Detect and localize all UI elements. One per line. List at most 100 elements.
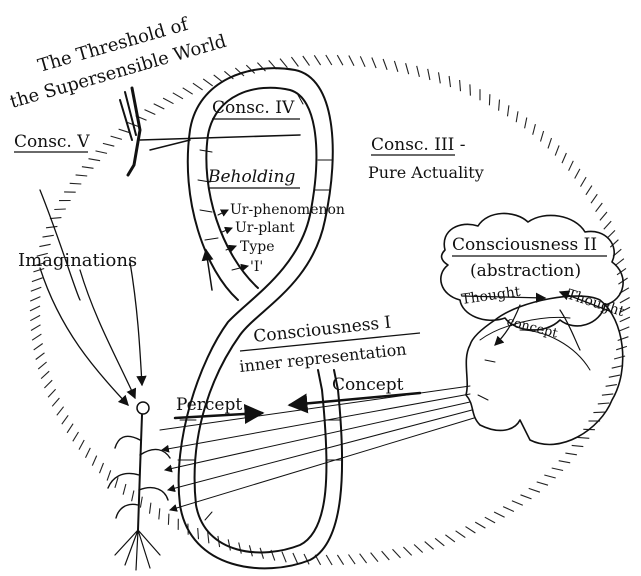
circle-hatch-stroke [34, 344, 43, 350]
circle-hatch-stroke [193, 83, 203, 90]
circle-hatch-stroke [154, 104, 165, 109]
circle-hatch-stroke [619, 327, 629, 331]
circle-hatch-stroke [54, 209, 66, 210]
circle-hatch-stroke [428, 69, 430, 80]
circle-hatch-stroke [581, 177, 587, 187]
circle-hatch-stroke [606, 385, 617, 387]
circle-hatch-stroke [425, 542, 434, 550]
circle-hatch-stroke [456, 531, 466, 538]
percept-label: Percept [176, 395, 242, 415]
circle-hatch-stroke [96, 151, 108, 154]
circle-hatch-stroke [198, 528, 199, 539]
circle-hatch-stroke [403, 547, 411, 555]
circle-hatch-stroke [183, 88, 193, 94]
circle-hatch-stroke [48, 389, 56, 397]
circle-hatch-stroke [73, 432, 79, 441]
circle-hatch-stroke [562, 153, 566, 163]
circle-hatch-stroke [163, 98, 173, 104]
circle-hatch-stroke [445, 535, 455, 542]
circle-hatch-stroke [31, 287, 42, 291]
circle-hatch-stroke [552, 468, 563, 471]
circle-hatch-stroke [44, 380, 52, 388]
concept-label: Concept [332, 375, 404, 395]
circle-hatch-stroke [140, 497, 142, 508]
circle-hatch-stroke [593, 412, 605, 413]
circle-hatch-stroke [31, 325, 41, 331]
circle-hatch-stroke [349, 555, 356, 565]
circle-hatch-stroke [604, 221, 611, 229]
circle-hatch-stroke [512, 501, 523, 506]
circle-hatch-stroke [489, 94, 490, 105]
circle-hatch-stroke [249, 545, 252, 556]
circle-hatch-stroke [123, 484, 126, 495]
circle-hatch-stroke [620, 298, 630, 303]
circle-hatch-stroke [173, 93, 183, 99]
circle-hatch-stroke [485, 517, 495, 523]
consc-iv-label: Consc. IV [212, 98, 295, 118]
circle-hatch-stroke [537, 482, 548, 485]
circle-hatch-stroke [607, 230, 615, 238]
circle-hatch-stroke [79, 440, 84, 450]
circle-hatch-stroke [86, 448, 91, 458]
circle-hatch-stroke [394, 61, 398, 72]
circle-hatch-stroke [41, 371, 49, 378]
abstraction-label: (abstraction) [470, 261, 581, 281]
circle-hatch-stroke [569, 161, 574, 171]
circle-hatch-stroke [280, 59, 287, 68]
circle-hatch-stroke [406, 63, 409, 74]
circle-hatch-stroke [372, 58, 376, 69]
circle-hatch-stroke [349, 56, 354, 66]
circle-hatch-stroke [82, 167, 94, 169]
circle-hatch-stroke [145, 110, 156, 115]
circle-hatch-stroke [360, 554, 367, 563]
circle-hatch-stroke [609, 375, 620, 377]
concept-small-label: concept [505, 314, 560, 341]
circle-hatch-stroke [314, 55, 320, 65]
circle-hatch-stroke [555, 145, 559, 155]
circle-hatch-stroke [598, 403, 610, 404]
beholding-label: Beholding [207, 167, 295, 187]
circle-hatch-stroke [337, 555, 343, 565]
imaginations-label: Imaginations [18, 250, 137, 271]
imagination-arrows [40, 190, 142, 405]
consc-iii-label: Consc. III - [371, 135, 466, 155]
circle-hatch-stroke [533, 124, 536, 135]
consc-v-label: Consc. V [14, 132, 90, 152]
circle-hatch-stroke [337, 55, 343, 65]
circle-hatch-stroke [521, 495, 532, 499]
circle-hatch-stroke [544, 475, 555, 478]
circle-hatch-stroke [529, 488, 540, 492]
circle-hatch-stroke [383, 59, 387, 70]
circle-hatch-stroke [360, 56, 365, 67]
circle-hatch-stroke [596, 203, 603, 212]
circle-hatch-stroke [293, 553, 298, 564]
circle-hatch-stroke [30, 315, 40, 320]
circle-hatch-stroke [439, 72, 441, 83]
circle-hatch-stroke [499, 100, 500, 111]
circle-hatch-stroke [572, 445, 584, 446]
circle-hatch-stroke [43, 235, 54, 237]
circle-hatch-stroke [159, 508, 160, 519]
circle-hatch-stroke [50, 218, 62, 219]
circle-hatch-stroke [57, 407, 64, 416]
plant-drawing [108, 402, 170, 570]
circle-hatch-stroke [89, 159, 101, 161]
circle-hatch-stroke [449, 76, 450, 87]
circle-hatch-stroke [435, 538, 444, 546]
circle-hatch-stroke [326, 55, 332, 65]
circle-hatch-stroke [494, 512, 505, 517]
circle-hatch-stroke [38, 362, 46, 369]
ur-phenomenon-label: Ur-phenomenon [230, 202, 345, 218]
circle-hatch-stroke [602, 394, 613, 395]
circle-hatch-stroke [282, 552, 286, 563]
circle-hatch-stroke [132, 491, 134, 502]
circle-hatch-stroke [466, 527, 476, 533]
ur-plant-label: Ur-plant [235, 220, 295, 236]
circle-hatch-stroke [103, 143, 114, 146]
circle-hatch-stroke [62, 415, 68, 424]
circle-hatch-stroke [548, 138, 552, 148]
circle-hatch-stroke [303, 56, 310, 66]
circle-hatch-stroke [239, 543, 242, 554]
circle-hatch-stroke [228, 539, 230, 550]
circle-hatch-stroke [541, 131, 544, 142]
